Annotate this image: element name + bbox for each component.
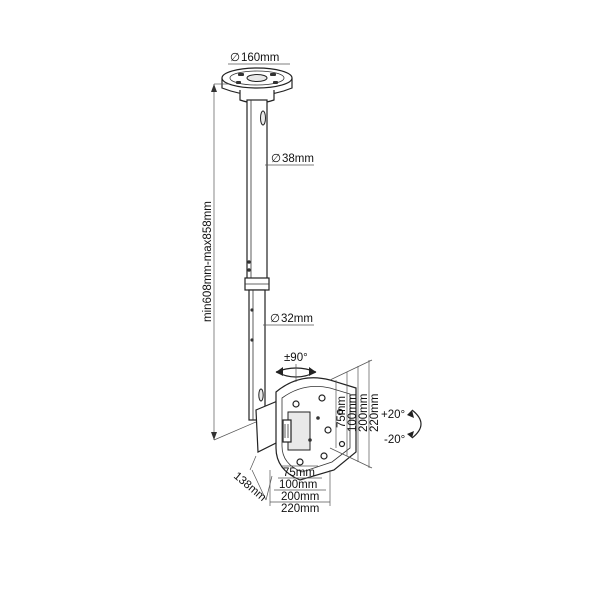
lower-tube-diameter-callout: ∅ 32mm	[263, 313, 314, 326]
tube-joint	[244, 277, 270, 291]
swivel-label: ±90°	[284, 352, 308, 364]
tilt-up-label: +20°	[381, 409, 405, 421]
diameter-icon: ∅	[271, 153, 281, 165]
vesa-h-200-label: 200mm	[281, 491, 319, 503]
depth-dimension	[249, 455, 273, 501]
vesa-h-75-label: 75mm	[283, 467, 315, 479]
depth-label: 138mm	[231, 470, 268, 504]
tilt-down-label: -20°	[384, 434, 405, 446]
vesa-v-200-label: 200mm	[358, 394, 370, 432]
flange-diameter-label: 160mm	[241, 52, 279, 64]
lower-tube	[248, 289, 266, 421]
ceiling-flange	[221, 67, 293, 104]
vesa-v-75-label: 75mm	[336, 396, 348, 428]
diameter-icon: ∅	[230, 52, 240, 64]
tilt-indicator: +20° -20°	[381, 409, 422, 446]
height-range-label: min608mm-max858mm	[202, 201, 214, 322]
lower-tube-diameter-label: 32mm	[281, 313, 313, 325]
vesa-v-100-label: 100mm	[347, 394, 359, 432]
swivel-indicator: ±90°	[275, 352, 317, 382]
upper-tube	[246, 99, 268, 281]
diameter-icon: ∅	[270, 313, 280, 325]
vesa-vertical-dimensions	[329, 359, 373, 469]
height-dimension	[211, 83, 257, 441]
upper-tube-diameter-label: 38mm	[282, 153, 314, 165]
vesa-v-220-label: 220mm	[369, 394, 381, 432]
vesa-h-100-label: 100mm	[279, 479, 317, 491]
flange-diameter-callout: ∅ 160mm	[228, 52, 290, 65]
upper-tube-diameter-callout: ∅ 38mm	[265, 153, 314, 166]
vesa-h-220-label: 220mm	[281, 503, 319, 515]
vesa-horizontal-dimensions	[269, 465, 331, 506]
